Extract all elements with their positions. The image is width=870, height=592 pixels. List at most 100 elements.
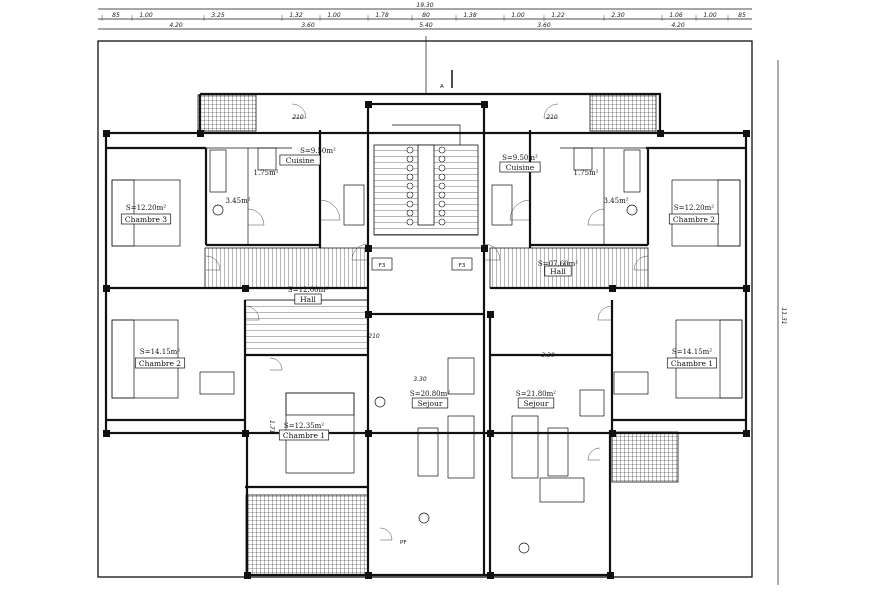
column [743,430,750,437]
area-cuisine-right: S=9.50m² [502,154,538,162]
dim-height: 11.31 [780,307,787,324]
room-name-hall-left: Hall [300,295,316,304]
stair-marker-left [406,164,414,172]
dim-top-13: 85 [738,12,746,19]
area-wc-left: 3.45m² [225,197,250,205]
dim-top-1: 1.00 [139,12,153,19]
room-label-frame [517,397,555,409]
room-label-frame [120,213,172,225]
dim-top-5: 1.78 [375,12,389,19]
dim-total: 19.30 [416,2,433,9]
balcony-top-left [197,94,257,132]
dim-living-left: 3.30 [413,376,427,383]
stair-marker-left [406,218,414,226]
balcony-bottom-left [245,494,369,576]
room-label-frame [294,293,322,305]
label-f3-left: F3 [379,263,386,269]
dim-top-10: 2.30 [611,12,625,19]
column [365,245,372,252]
stair-marker-right [438,164,446,172]
area-sejour-left: S=20.80m² [410,390,450,398]
door-swing [633,255,649,271]
door-swing [244,305,260,321]
stair-marker-right [438,209,446,217]
column [487,430,494,437]
room-name-chambre1-right: Chambre 1 [671,359,713,368]
column [487,311,494,318]
dim-top-9: 1.22 [551,12,565,19]
column [244,572,251,579]
area-sdb-left: 1.75m² [253,169,278,177]
room-label-frame [499,161,541,173]
stair-marker-left [406,191,414,199]
area-hall-left: S=12.00m² [288,286,328,294]
central-staircase [373,124,479,236]
area-chambre2-right: S=12.20m² [674,204,714,212]
column [743,285,750,292]
stair-marker-right [438,182,446,190]
interior-walls [106,102,746,575]
column [242,430,249,437]
dim-top-6: 80 [422,12,430,19]
column [481,101,488,108]
door-swing [319,199,341,221]
column [609,285,616,292]
column [609,430,616,437]
door-swing [597,305,613,321]
room-name-chambre2-right: Chambre 2 [673,215,715,224]
door-swing [509,199,531,221]
dim-second-0: 4.20 [169,22,183,29]
area-sdb-right: 1.75m² [573,169,598,177]
column [365,430,372,437]
area-chambre1-right: S=14.15m² [672,348,712,356]
column [481,245,488,252]
dim-top-4: 1.00 [327,12,341,19]
balcony-top-right [589,94,657,132]
dim-left-bedroom: 1.71 [268,420,275,433]
structural-columns [103,101,750,579]
door-swing [269,357,283,371]
dim-top-3: 1.32 [289,12,303,19]
stair-marker-right [438,191,446,199]
room-label-frame [279,154,321,166]
stair-marker-right [438,200,446,208]
furniture-living [199,357,649,554]
room-label-frame [134,357,186,369]
section-label: A [440,84,444,90]
door-swing [587,447,601,461]
column [103,285,110,292]
stair-marker-right [438,146,446,154]
area-chambre2-left: S=14.15m² [140,348,180,356]
door-swing [247,208,265,226]
room-name-chambre1-left: Chambre 1 [283,431,325,440]
column [197,130,204,137]
room-name-cuisine-left: Cuisine [286,156,315,165]
stair-marker-right [438,218,446,226]
room-name-chambre3-left: Chambre 3 [125,215,167,224]
fixtures [209,147,641,226]
room-label-frame [278,429,330,441]
stair-marker-left [406,146,414,154]
column [365,572,372,579]
balcony-right [611,431,679,483]
dim-second-1: 3.60 [301,22,315,29]
room-label-frame [544,265,572,277]
dim-second-4: 4.20 [671,22,685,29]
door-swing [205,255,221,271]
plot-boundary [97,40,753,578]
stair-marker-left [406,200,414,208]
area-sejour-right: S=21.80m² [516,390,556,398]
area-cuisine-left: S=9.50m² [300,147,336,155]
room-name-chambre2-left: Chambre 2 [139,359,181,368]
column [365,311,372,318]
door-swing [543,103,559,119]
dim-kitchen-left: 210 [292,114,304,121]
dim-top-12: 1.00 [703,12,717,19]
right-dimension-line: 11.31 [777,60,787,585]
column [657,130,664,137]
door-swing [351,243,369,261]
label-f3-right: F3 [459,263,466,269]
door-swing [379,527,393,541]
